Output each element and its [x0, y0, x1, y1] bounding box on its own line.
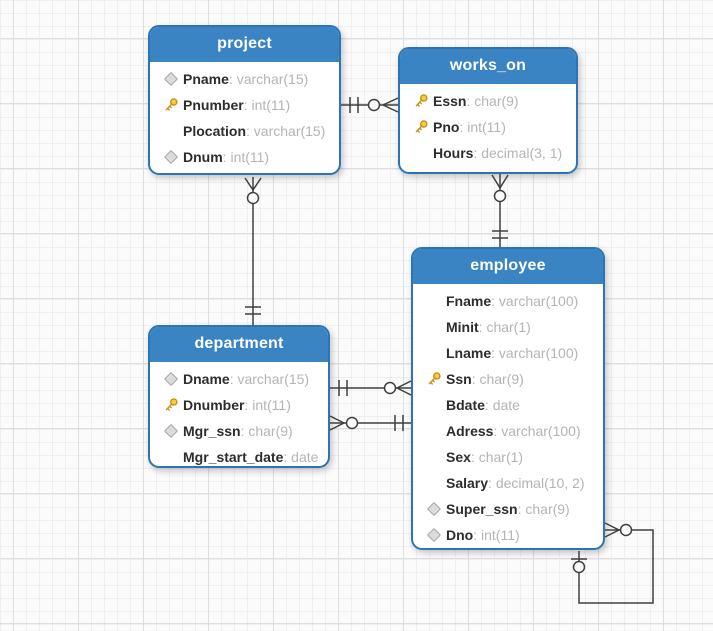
diamond-icon: [422, 527, 446, 543]
column-type: char(9): [472, 371, 523, 387]
column-type: varchar(15): [230, 371, 309, 387]
column-type: int(11): [244, 397, 291, 413]
diamond-icon: [422, 501, 446, 517]
table-row[interactable]: Dnumberint(11): [150, 392, 328, 418]
column-type: char(1): [479, 319, 530, 335]
table-row[interactable]: Fnamevarchar(100): [413, 288, 603, 314]
table-title: department: [194, 335, 284, 352]
table-row[interactable]: Dnamevarchar(15): [150, 366, 328, 392]
relationship-department-employee-upper[interactable]: [330, 380, 412, 396]
column-type: char(9): [241, 423, 292, 439]
diamond-icon: [159, 71, 183, 87]
table-header[interactable]: project: [150, 27, 339, 62]
column-type: varchar(100): [491, 293, 578, 309]
column-type: decimal(10, 2): [488, 475, 585, 491]
relationship-works-on-employee[interactable]: [491, 174, 509, 247]
diamond-icon: [159, 149, 183, 165]
table-row[interactable]: Dnoint(11): [413, 522, 603, 548]
table-row[interactable]: Lnamevarchar(100): [413, 340, 603, 366]
column-type: date: [283, 449, 318, 465]
column-type: int(11): [473, 527, 520, 543]
diamond-icon: [159, 371, 183, 387]
table-header[interactable]: works_on: [400, 49, 576, 84]
table-title: project: [217, 35, 272, 52]
primary-key-icon: [409, 93, 433, 109]
column-name: Bdate: [446, 397, 485, 413]
primary-key-icon: [422, 371, 446, 387]
column-name: Mgr_start_date: [183, 449, 284, 465]
column-type: int(11): [223, 149, 269, 165]
column-name: Dnum: [183, 149, 223, 165]
relationship-project-works-on[interactable]: [341, 97, 399, 113]
table-works-on[interactable]: works_on Essnchar(9)Pnoint(11)Hoursdecim…: [398, 47, 578, 174]
table-row[interactable]: Bdatedate: [413, 392, 603, 418]
column-type: varchar(15): [229, 71, 309, 87]
table-row[interactable]: Sexchar(1): [413, 444, 603, 470]
table-row[interactable]: Mgr_start_datedate: [150, 444, 328, 466]
table-department[interactable]: department Dnamevarchar(15)Dnumberint(11…: [148, 325, 330, 468]
table-row[interactable]: Adressvarchar(100): [413, 418, 603, 444]
table-row[interactable]: Plocationvarchar(15): [150, 118, 339, 144]
column-type: char(9): [518, 501, 569, 517]
column-name: Sex: [446, 449, 471, 465]
column-name: Salary: [446, 475, 489, 491]
column-name: Pno: [433, 119, 460, 135]
table-project[interactable]: project Pnamevarchar(15)Pnumberint(11)Pl…: [148, 25, 341, 175]
column-name: Dnumber: [183, 397, 245, 413]
table-row[interactable]: Pnamevarchar(15): [150, 66, 339, 92]
table-row[interactable]: Mgr_ssnchar(9): [150, 418, 328, 444]
column-name: Dname: [183, 371, 230, 387]
column-type: varchar(100): [491, 345, 578, 361]
table-row[interactable]: Hoursdecimal(3, 1): [400, 140, 576, 166]
column-name: Plocation: [183, 123, 247, 139]
table-row[interactable]: Pnoint(11): [400, 114, 576, 140]
diamond-icon: [159, 423, 183, 439]
primary-key-icon: [409, 119, 433, 135]
column-name: Adress: [446, 423, 494, 439]
column-type: char(9): [466, 93, 518, 109]
table-row[interactable]: Super_ssnchar(9): [413, 496, 603, 522]
column-type: int(11): [244, 97, 290, 113]
column-name: Pname: [183, 71, 229, 87]
table-row[interactable]: Ssnchar(9): [413, 366, 603, 392]
table-title: employee: [470, 257, 546, 274]
column-name: Dno: [446, 527, 474, 543]
relationship-department-employee-lower[interactable]: [329, 415, 411, 431]
primary-key-icon: [159, 397, 183, 413]
table-header[interactable]: employee: [413, 249, 603, 284]
table-row[interactable]: Dnumint(11): [150, 144, 339, 170]
column-name: Fname: [446, 293, 492, 309]
relationship-project-department[interactable]: [244, 177, 262, 325]
table-row[interactable]: Salarydecimal(10, 2): [413, 470, 603, 496]
table-title: works_on: [449, 57, 527, 74]
column-type: decimal(3, 1): [473, 145, 562, 161]
column-name: Minit: [446, 319, 479, 335]
column-name: Super_ssn: [446, 501, 518, 517]
column-type: int(11): [459, 119, 506, 135]
column-type: varchar(15): [246, 123, 326, 139]
column-type: varchar(100): [493, 423, 580, 439]
primary-key-icon: [159, 97, 183, 113]
column-name: Mgr_ssn: [183, 423, 241, 439]
table-row[interactable]: Minitchar(1): [413, 314, 603, 340]
column-type: char(1): [471, 449, 523, 465]
table-header[interactable]: department: [150, 327, 328, 362]
column-name: Ssn: [446, 371, 472, 387]
column-name: Essn: [433, 93, 467, 109]
column-name: Pnumber: [183, 97, 244, 113]
table-row[interactable]: Essnchar(9): [400, 88, 576, 114]
column-name: Lname: [446, 345, 492, 361]
table-employee[interactable]: employee Fnamevarchar(100)Minitchar(1)Ln…: [411, 247, 605, 550]
table-row[interactable]: Pnumberint(11): [150, 92, 339, 118]
column-type: date: [485, 397, 520, 413]
column-name: Hours: [433, 145, 474, 161]
